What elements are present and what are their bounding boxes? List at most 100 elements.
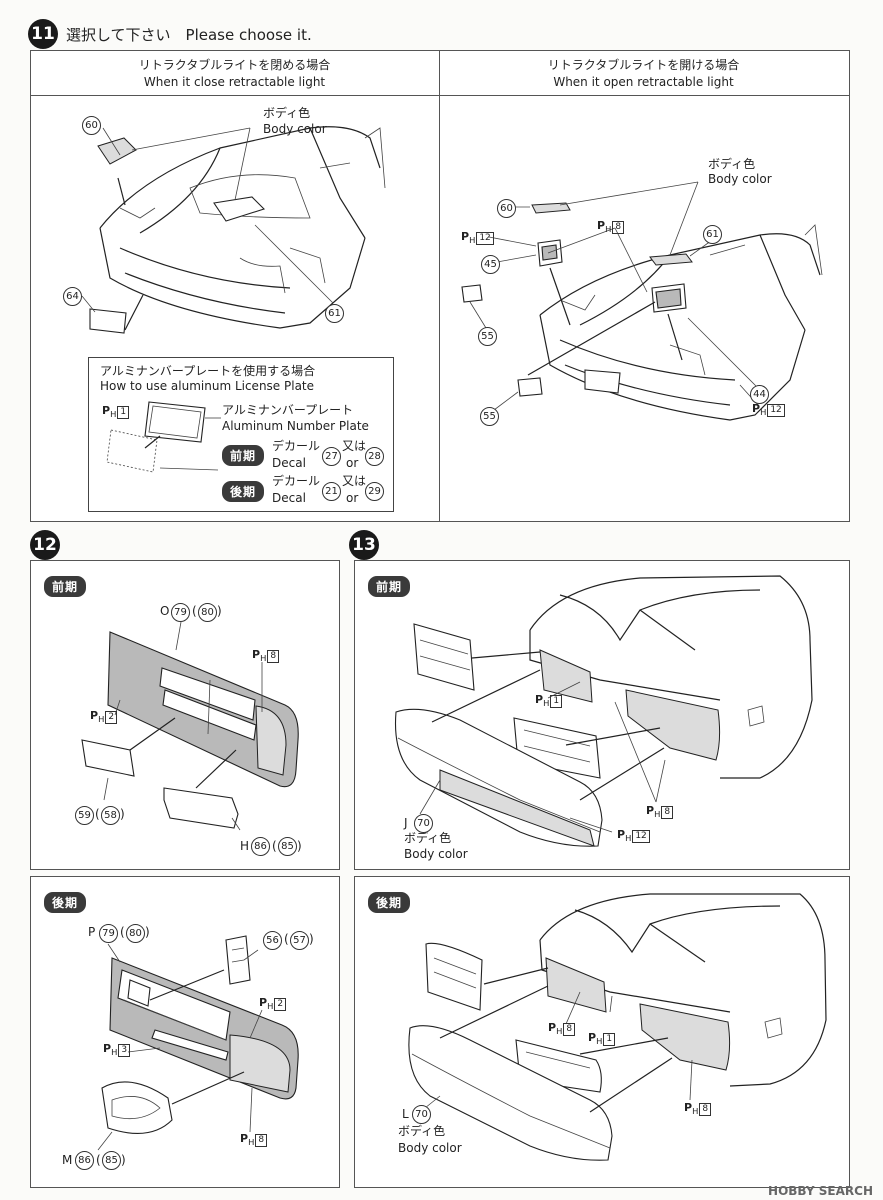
part-number-21: 21	[322, 482, 341, 501]
part-number-28: 28	[365, 447, 384, 466]
hobby-search-watermark: HOBBY SEARCH	[768, 1184, 873, 1198]
part-86-alt-open: (	[272, 839, 277, 853]
part-number-80-early: 80	[198, 603, 217, 622]
late-bumper-body-color-jp: ボディ色	[398, 1124, 446, 1138]
part-number-79-late: 79	[99, 924, 118, 943]
step-12-number: 12	[30, 530, 60, 560]
inset-title-jp: アルミナンバープレートを使用する場合	[100, 364, 316, 378]
part-61-closed-light-lid	[213, 196, 266, 222]
aluminum-plate-label-jp: アルミナンバープレート	[222, 403, 354, 417]
early-model-badge: 前期	[222, 445, 265, 466]
late-decal-jp: デカール	[272, 474, 321, 488]
part-79-late-close: )	[145, 925, 150, 939]
early-grille-letter: O	[160, 604, 170, 618]
part-number-80-late: 80	[126, 924, 145, 943]
part-86-alt-close: )	[297, 839, 302, 853]
early-or-jp: 又は	[342, 439, 367, 453]
part-number-45: 45	[481, 255, 500, 274]
part-number-86-early: 86	[251, 837, 270, 856]
part-number-55-a: 55	[478, 327, 497, 346]
part-59-alt-close: )	[120, 807, 125, 821]
part-number-61: 61	[325, 304, 344, 323]
late-decal-en: Decal	[272, 491, 306, 505]
late-grille-letter: P	[88, 925, 96, 939]
part-number-85-early: 85	[278, 837, 297, 856]
part-number-27: 27	[322, 447, 341, 466]
early-decal-jp: デカール	[272, 439, 321, 453]
part-number-70-early: 70	[414, 814, 433, 833]
part-60-closed-light-lid	[97, 137, 137, 165]
close-body-color-jp: ボディ色	[263, 106, 311, 120]
late-m-letter: M	[62, 1153, 73, 1167]
part-number-56: 56	[263, 931, 282, 950]
late-bumper-body-color-en: Body color	[398, 1141, 462, 1155]
part-number-70-late: 70	[412, 1105, 431, 1124]
part-number-58: 58	[101, 806, 120, 825]
step-13-number: 13	[349, 530, 379, 560]
early-bumper-body-color-en: Body color	[404, 847, 468, 861]
open-light-header-jp: リトラクタブルライトを開ける場合	[547, 58, 740, 72]
step-11-number: 11	[28, 19, 58, 49]
part-79-alt-open: (	[192, 604, 197, 618]
part-number-79-early: 79	[171, 603, 190, 622]
step-11-title: 選択して下さい Please choose it.	[66, 26, 312, 44]
open-light-header: リトラクタブルライトを開ける場合 When it open retractabl…	[439, 57, 848, 91]
part-number-55-b: 55	[480, 407, 499, 426]
aluminum-plate-graphic	[106, 401, 221, 473]
aluminum-plate-label-en: Aluminum Number Plate	[222, 419, 369, 433]
close-light-header-en: When it close retractable light	[143, 75, 326, 89]
step-13-late-badge: 後期	[368, 892, 411, 913]
part-56-alt-close: )	[309, 932, 314, 946]
late-bumper-letter: L	[402, 1107, 409, 1121]
header-divider	[31, 95, 849, 96]
early-or-en: or	[346, 456, 359, 470]
panel-divider-vertical	[439, 51, 440, 521]
early-grille-label: O	[160, 603, 169, 620]
open-body-color-en: Body color	[708, 172, 772, 186]
open-body-color-jp: ボディ色	[708, 157, 756, 171]
part-number-44: 44	[750, 385, 769, 404]
part-number-85-late: 85	[102, 1151, 121, 1170]
step-13-early-badge: 前期	[368, 576, 411, 597]
part-number-61-open: 61	[703, 225, 722, 244]
part-86-late-close: )	[121, 1153, 126, 1167]
close-light-header: リトラクタブルライトを閉める場合 When it close retractab…	[30, 57, 439, 91]
late-or-jp: 又は	[342, 474, 367, 488]
part-number-29: 29	[365, 482, 384, 501]
inset-title-en: How to use aluminum License Plate	[100, 379, 315, 393]
early-h-letter: H	[240, 839, 250, 853]
part-number-59: 59	[75, 806, 94, 825]
late-or-en: or	[346, 491, 359, 505]
close-light-header-jp: リトラクタブルライトを閉める場合	[138, 58, 331, 72]
part-number-60: 60	[82, 116, 101, 135]
close-body-color-en: Body color	[263, 122, 327, 136]
part-86-late-open: (	[96, 1153, 101, 1167]
early-bumper-body-color-jp: ボディ色	[404, 831, 452, 845]
open-light-header-en: When it open retractable light	[553, 75, 734, 89]
step-12-late-badge: 後期	[44, 892, 87, 913]
part-number-64: 64	[63, 287, 82, 306]
step-12-early-badge: 前期	[44, 576, 87, 597]
part-number-57: 57	[290, 931, 309, 950]
early-decal-en: Decal	[272, 456, 306, 470]
